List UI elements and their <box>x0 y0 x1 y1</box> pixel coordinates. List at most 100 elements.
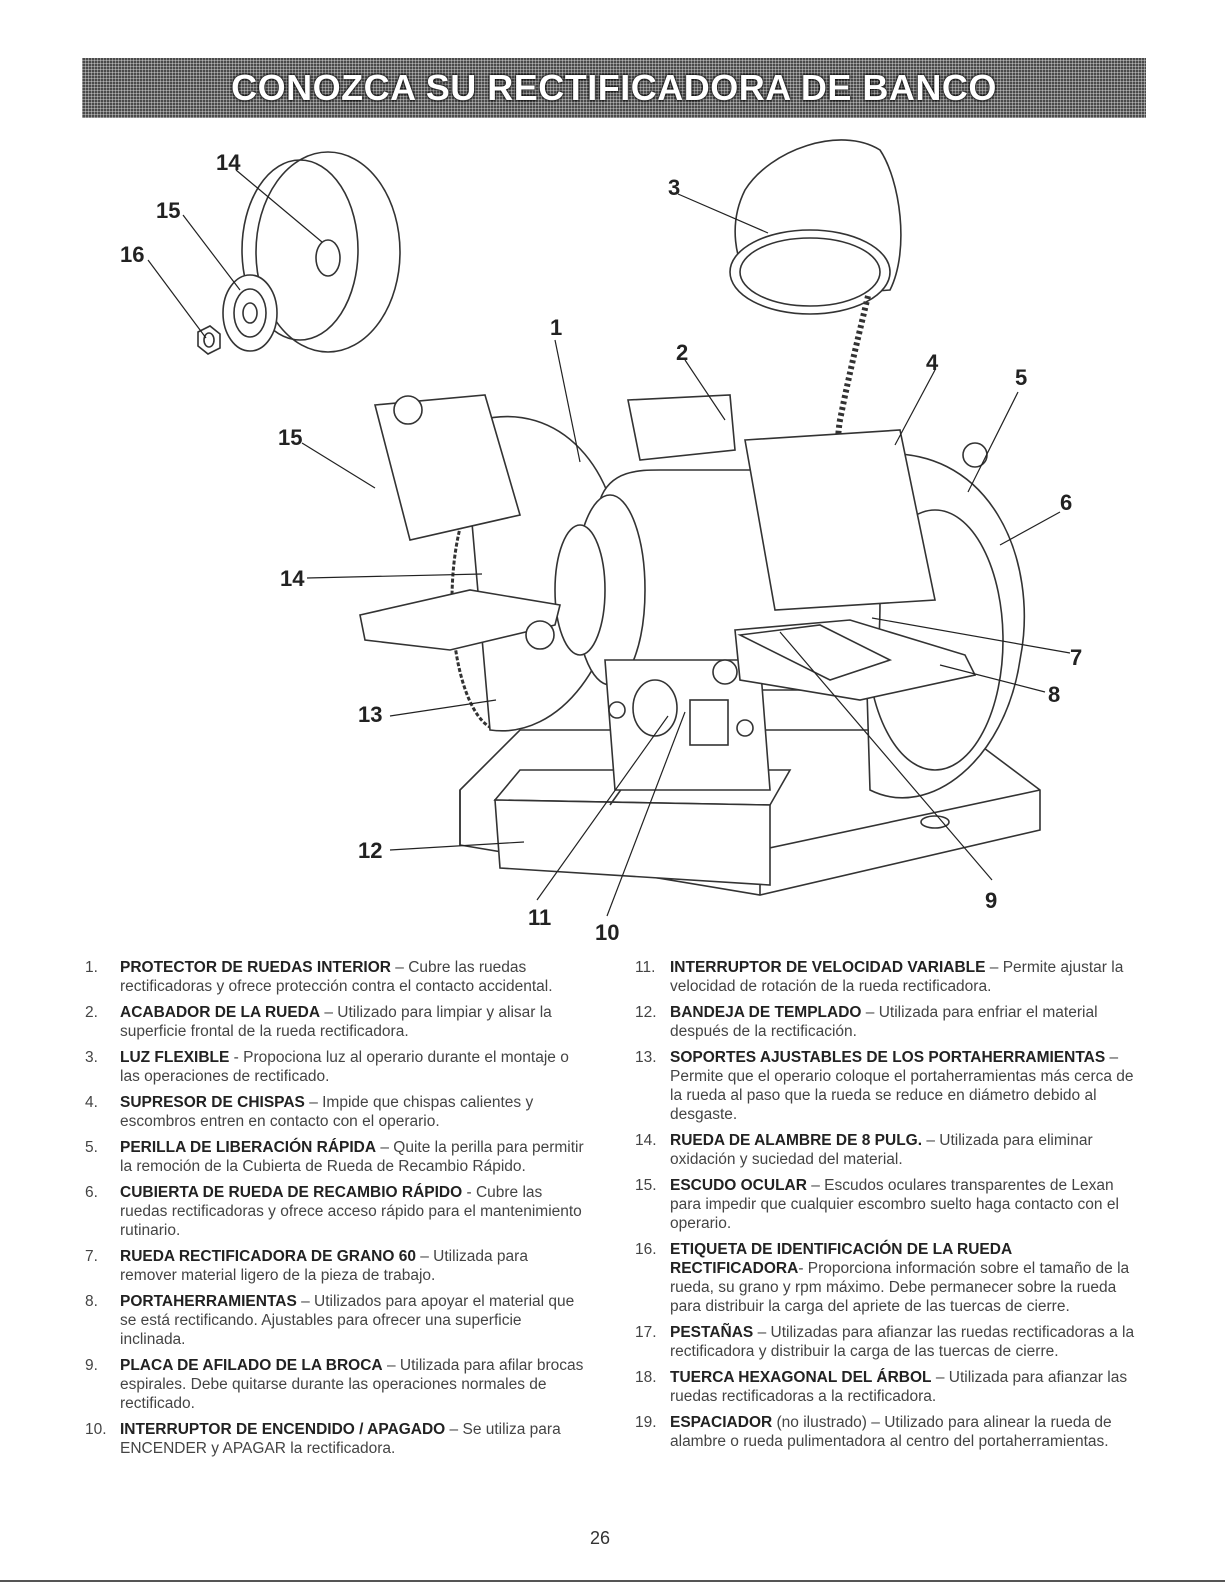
item-number: 1. <box>85 959 98 976</box>
wheel-dresser <box>627 394 736 461</box>
item-title: BANDEJA DE TEMPLADO <box>670 1004 862 1021</box>
exploded-nut <box>197 325 221 355</box>
item-number: 5. <box>85 1139 98 1156</box>
item-title: INTERRUPTOR DE ENCENDIDO / APAGADO <box>120 1421 446 1438</box>
callout-1: 1 <box>550 315 562 340</box>
title-banner: CONOZCA SU RECTIFICADORA DE BANCO <box>82 58 1146 118</box>
callout-8: 8 <box>1048 682 1060 707</box>
item-number: 15. <box>635 1177 657 1194</box>
callout-12: 12 <box>358 838 382 863</box>
item-description: – Escudos oculares transparentes de Lexa… <box>670 1177 1119 1232</box>
list-item: 1. PROTECTOR DE RUEDAS INTERIOR – Cubre l… <box>85 958 585 996</box>
item-title: SUPRESOR DE CHISPAS <box>120 1094 305 1111</box>
callout-6: 6 <box>1060 490 1072 515</box>
callout-10: 10 <box>595 920 619 945</box>
list-item: 4. SUPRESOR DE CHISPAS – Impide que chisp… <box>85 1093 585 1131</box>
list-item: 9. PLACA DE AFILADO DE LA BROCA – Utiliza… <box>85 1356 585 1413</box>
item-number: 18. <box>635 1369 657 1386</box>
page-number: 26 <box>590 1528 611 1548</box>
item-title: CUBIERTA DE RUEDA DE RECAMBIO RÁPIDO <box>120 1184 463 1201</box>
item-title: PLACA DE AFILADO DE LA BROCA <box>120 1357 383 1374</box>
item-title: PORTAHERRAMIENTAS <box>120 1293 297 1310</box>
list-item: 5.PERILLA DE LIBERACIÓN RÁPIDA – Quite l… <box>85 1138 585 1176</box>
item-description: – Utilizada para afianzar las ruedas rec… <box>670 1369 1128 1405</box>
item-description: – Utilizada para afilar brocas espirales… <box>120 1357 584 1412</box>
list-item: 15. ESCUDO OCULAR – Escudos oculares tran… <box>635 1176 1135 1233</box>
flex-light <box>729 139 902 511</box>
item-description: - Cubre las ruedas rectificadoras y ofre… <box>120 1184 582 1239</box>
item-number: 13. <box>635 1049 657 1066</box>
item-title: PESTAÑAS <box>670 1324 754 1341</box>
item-description: - Proporciona información sobre el tamañ… <box>670 1260 1130 1315</box>
callout-4: 4 <box>926 350 939 375</box>
item-title: PROTECTOR DE RUEDAS INTERIOR <box>120 959 391 976</box>
item-description: – Cubre las ruedas rectificadoras y ofre… <box>120 959 553 995</box>
list-item: 12. BANDEJA DE TEMPLADO – Utilizada para … <box>635 1003 1135 1041</box>
item-number: 16. <box>635 1241 657 1258</box>
item-description: – Permite ajustar la velocidad de rotaci… <box>670 959 1124 995</box>
item-number: 10. <box>85 1421 107 1438</box>
item-number: 17. <box>635 1324 657 1341</box>
left-eye-shield <box>373 394 522 541</box>
right-eye-shield <box>744 429 936 611</box>
list-item: 6. CUBIERTA DE RUEDA DE RECAMBIO RÁPIDO -… <box>85 1183 585 1240</box>
item-title: SOPORTES AJUSTABLES DE LOS PORTAHERRAMIE… <box>670 1049 1106 1066</box>
callout-14-top: 14 <box>216 150 241 175</box>
item-description: – Utilizadas para afianzar las ruedas re… <box>670 1324 1135 1360</box>
list-item: 8.PORTAHERRAMIENTAS – Utilizados para ap… <box>85 1292 585 1349</box>
list-item: 14. RUEDA DE ALAMBRE DE 8 PULG. – Utiliza… <box>635 1131 1135 1169</box>
callout-14: 14 <box>280 566 305 591</box>
callout-11: 11 <box>528 905 551 930</box>
list-item: 13. SOPORTES AJUSTABLES DE LOS PORTAHERRA… <box>635 1048 1135 1124</box>
item-title: ACABADOR DE LA RUEDA <box>120 1004 321 1021</box>
list-item: 10. INTERRUPTOR DE ENCENDIDO / APAGADO – … <box>85 1420 585 1458</box>
item-number: 19. <box>635 1414 657 1431</box>
switch-panel <box>604 659 771 791</box>
left-tool-rest <box>359 589 561 651</box>
item-description: (no ilustrado) – Utilizado para alinear … <box>670 1414 1112 1450</box>
callout-9: 9 <box>985 888 997 913</box>
item-title: LUZ FLEXIBLE <box>120 1049 230 1066</box>
item-title: ETIQUETA DE IDENTIFICACIÓN DE LA RUEDA R… <box>670 1241 1012 1277</box>
callout-3: 3 <box>668 175 680 200</box>
parts-list-right: 11. INTERRUPTOR DE VELOCIDAD VARIABLE – P… <box>635 958 1135 1458</box>
list-item: 2.ACABADOR DE LA RUEDA – Utilizado para … <box>85 1003 585 1041</box>
item-number: 4. <box>85 1094 98 1111</box>
item-description: – Utilizada para eliminar oxidación y su… <box>670 1132 1093 1168</box>
bench-grinder-diagram: 14 15 16 3 1 2 4 5 6 15 14 7 8 13 12 11 … <box>120 139 1082 945</box>
item-title: PERILLA DE LIBERACIÓN RÁPIDA <box>120 1139 377 1156</box>
callout-13: 13 <box>358 702 382 727</box>
item-title: TUERCA HEXAGONAL DEL ÁRBOL <box>670 1369 932 1386</box>
item-title: INTERRUPTOR DE VELOCIDAD VARIABLE <box>670 959 986 976</box>
callout-2: 2 <box>676 340 688 365</box>
callout-5: 5 <box>1015 365 1027 390</box>
item-title: ESPACIADOR <box>670 1414 773 1431</box>
item-number: 6. <box>85 1184 98 1201</box>
item-description: – Se utiliza para ENCENDER y APAGAR la r… <box>120 1421 561 1457</box>
item-description: – Permite que el operario coloque el por… <box>670 1049 1134 1123</box>
page-title: CONOZCA SU RECTIFICADORA DE BANCO <box>231 67 997 108</box>
list-item: 19. ESPACIADOR (no ilustrado) – Utilizado… <box>635 1413 1135 1451</box>
item-description: – Utilizada para enfriar el material des… <box>670 1004 1098 1040</box>
item-number: 9. <box>85 1357 98 1374</box>
item-description: – Utilizada para remover material ligero… <box>120 1248 528 1284</box>
exploded-flange <box>222 274 278 352</box>
item-number: 7. <box>85 1248 98 1265</box>
callout-16: 16 <box>120 242 144 267</box>
item-description: – Utilizados para apoyar el material que… <box>120 1293 575 1348</box>
bottom-rule <box>0 1580 1225 1582</box>
item-number: 11. <box>635 959 656 976</box>
item-title: RUEDA DE ALAMBRE DE 8 PULG. <box>670 1132 923 1149</box>
list-item: 7.RUEDA RECTIFICADORA DE GRANO 60 – Util… <box>85 1247 585 1285</box>
item-description: – Impide que chispas calientes y escombr… <box>120 1094 534 1130</box>
item-number: 12. <box>635 1004 657 1021</box>
callout-15-top: 15 <box>156 198 180 223</box>
list-item: 16. ETIQUETA DE IDENTIFICACIÓN DE LA RUED… <box>635 1240 1135 1316</box>
list-item: 18. TUERCA HEXAGONAL DEL ÁRBOL – Utilizad… <box>635 1368 1135 1406</box>
callout-15: 15 <box>278 425 302 450</box>
list-item: 17. PESTAÑAS – Utilizadas para afianzar l… <box>635 1323 1135 1361</box>
item-number: 14. <box>635 1132 657 1149</box>
parts-list-left: 1. PROTECTOR DE RUEDAS INTERIOR – Cubre l… <box>85 958 585 1465</box>
item-title: ESCUDO OCULAR <box>670 1177 807 1194</box>
exploded-wheel <box>255 151 401 353</box>
